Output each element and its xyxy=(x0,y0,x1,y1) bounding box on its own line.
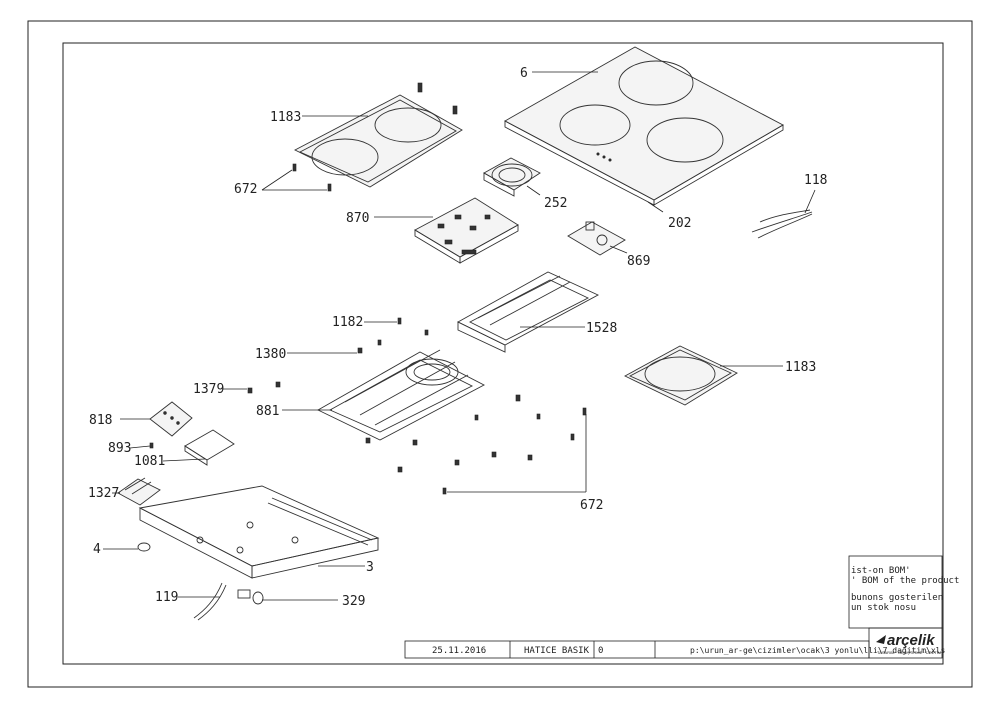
callout-label: 118 xyxy=(804,173,827,188)
part-filter-board xyxy=(567,221,626,256)
outer-border xyxy=(27,20,973,688)
part-cable-wires xyxy=(751,209,813,239)
callout-label: 3 xyxy=(366,560,374,575)
callout-label: 881 xyxy=(256,404,279,419)
note-line: ' BOM of the product xyxy=(851,576,959,586)
brand-logo-mark xyxy=(876,635,886,644)
note-line: bunons gosterilen xyxy=(851,593,943,603)
part-heater-plate-upper xyxy=(294,82,463,188)
part-cable-clamp xyxy=(237,589,264,605)
callout-label: 4 xyxy=(93,542,101,557)
callout-label: 818 xyxy=(89,413,112,428)
callout-label: 1380 xyxy=(255,347,286,362)
callout-labels: 6 1183 672 252 870 202 118 869 1182 1528… xyxy=(88,66,827,609)
brand-tagline: TASARIM · GELİŞTİRME · ÜRETİM xyxy=(877,650,941,655)
callout-label: 252 xyxy=(544,196,567,211)
callout-label: 1081 xyxy=(134,454,165,469)
part-bracket xyxy=(184,429,235,466)
title-block: 25.11.2016 HATICE BASIK 0 p:\urun_ar-ge\… xyxy=(404,627,945,659)
note-line: un stok nosu xyxy=(851,603,916,613)
title-author: HATICE BASIK xyxy=(524,646,590,656)
part-foot xyxy=(137,542,151,552)
note-line: ist-on BOM' xyxy=(851,566,911,576)
screws xyxy=(149,163,587,495)
callout-label: 1183 xyxy=(785,360,816,375)
inner-border xyxy=(62,42,944,665)
callout-label: 6 xyxy=(520,66,528,81)
part-terminal-cover xyxy=(117,477,161,506)
callout-label: 1182 xyxy=(332,315,363,330)
title-revision: 0 xyxy=(598,646,603,656)
part-fan xyxy=(483,157,541,197)
callout-label: 1327 xyxy=(88,486,119,501)
part-bottom-chassis xyxy=(138,485,380,579)
brand-logo: arçelik xyxy=(887,632,935,649)
callout-label: 1183 xyxy=(270,110,301,125)
callout-label: 672 xyxy=(580,498,603,513)
title-file-path: p:\urun_ar-ge\cizimler\ocak\3 yonlu\lli\… xyxy=(690,646,945,655)
part-support-frame xyxy=(457,271,600,353)
callout-label: 869 xyxy=(627,254,650,269)
callout-label: 329 xyxy=(342,594,365,609)
part-glass-top xyxy=(504,46,784,206)
callout-label: 672 xyxy=(234,182,257,197)
callout-label: 870 xyxy=(346,211,369,226)
callout-label: 1528 xyxy=(586,321,617,336)
callout-label: 893 xyxy=(108,441,131,456)
part-heater-plate-lower xyxy=(624,345,738,406)
part-power-cable xyxy=(193,582,227,621)
title-date: 25.11.2016 xyxy=(432,646,486,656)
callout-label: 119 xyxy=(155,590,178,605)
leader-lines xyxy=(103,71,816,601)
callout-label: 1379 xyxy=(193,382,224,397)
part-power-board xyxy=(414,197,519,264)
part-coil-carrier xyxy=(317,349,485,441)
callout-label: 202 xyxy=(668,216,691,231)
part-control-board xyxy=(149,401,193,437)
